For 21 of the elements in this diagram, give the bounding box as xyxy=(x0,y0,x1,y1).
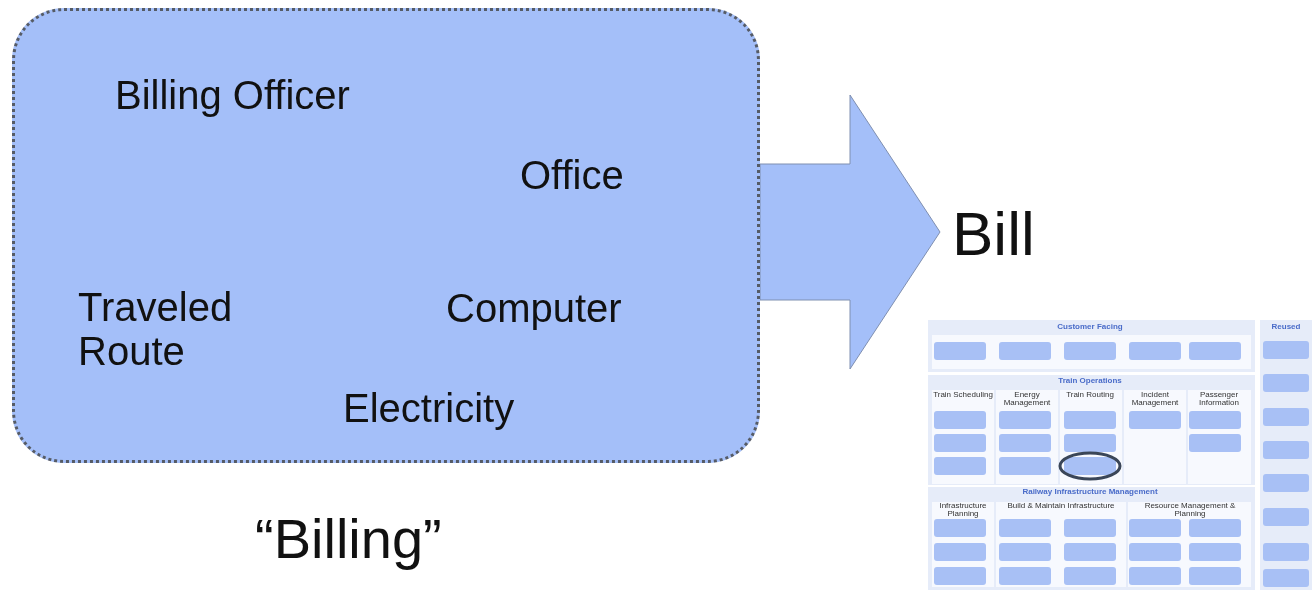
block-arrow xyxy=(759,94,941,370)
section-heading: Reused xyxy=(1271,323,1301,332)
group-heading: Incident Management xyxy=(1130,391,1180,408)
group-heading: Train Scheduling xyxy=(933,391,993,400)
section-heading: Train Operations xyxy=(1058,377,1122,386)
rounded-group-box xyxy=(12,8,760,463)
output-label: Bill xyxy=(952,200,1035,269)
caption-label: “Billing” xyxy=(255,508,442,570)
group-heading: Energy Management xyxy=(1002,391,1052,408)
group-heading: Build & Maintain Infrastructure xyxy=(1006,502,1116,511)
section-heading: Customer Facing xyxy=(1057,323,1123,332)
group-heading: Infrastructure Planning xyxy=(938,502,988,519)
term-label: Office xyxy=(520,153,624,197)
term-label: Computer xyxy=(446,286,622,330)
group-heading: Passenger Information xyxy=(1198,391,1240,408)
term-label: Billing Officer xyxy=(115,73,350,117)
group-heading: Train Routing xyxy=(1065,391,1115,400)
section-heading: Railway Infrastructure Management xyxy=(1022,488,1158,497)
group-heading: Resource Management & Planning xyxy=(1143,502,1237,519)
term-label: Traveled Route xyxy=(78,285,234,373)
term-label: Electricity xyxy=(343,386,515,430)
